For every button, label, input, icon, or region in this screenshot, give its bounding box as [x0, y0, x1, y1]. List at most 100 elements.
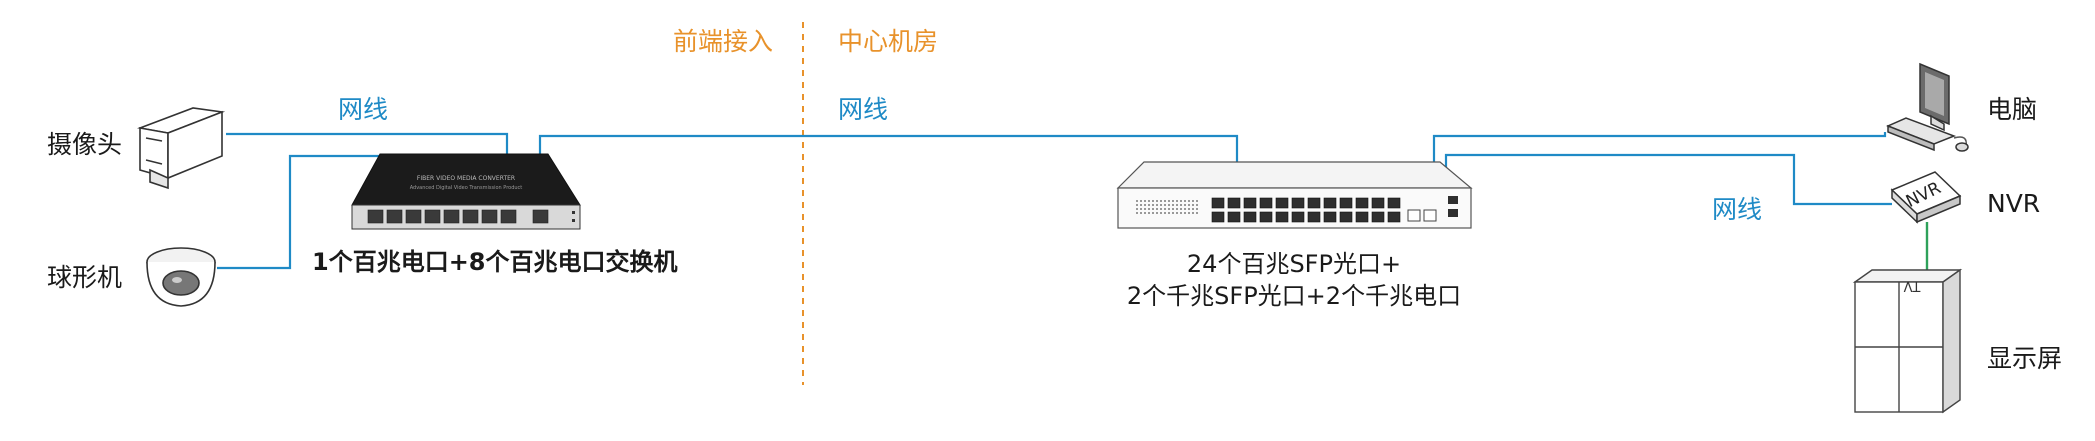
core-vent [1172, 212, 1174, 214]
core-port [1227, 197, 1241, 209]
zone-label-center: 中心机房 [838, 27, 938, 56]
nvr-label: NVR [1987, 189, 2040, 218]
core-vent [1148, 200, 1150, 202]
mc-port [443, 209, 460, 224]
core-vent [1188, 212, 1190, 214]
core-vent [1196, 208, 1198, 210]
nvr-icon: NVR [1890, 171, 1962, 224]
core-port [1259, 197, 1273, 209]
core-port [1211, 211, 1225, 223]
core-port [1211, 197, 1225, 209]
core-port [1387, 197, 1401, 209]
core-vent [1136, 204, 1138, 206]
core-port [1387, 211, 1401, 223]
core-port [1339, 197, 1353, 209]
core-port [1323, 211, 1337, 223]
core-vent [1144, 200, 1146, 202]
wire-core-pc [1432, 132, 1887, 188]
core-vent [1168, 204, 1170, 206]
dome-camera-label: 球形机 [47, 263, 122, 292]
core-vent [1152, 204, 1154, 206]
core-port [1355, 211, 1369, 223]
core-vent [1140, 204, 1142, 206]
core-vent [1176, 208, 1178, 210]
core-port [1275, 211, 1289, 223]
core-vent [1192, 208, 1194, 210]
core-vent [1184, 204, 1186, 206]
core-vent [1156, 208, 1158, 210]
core-vent [1144, 208, 1146, 210]
core-vent [1152, 208, 1154, 210]
core-port [1371, 197, 1385, 209]
core-vent [1148, 204, 1150, 206]
core-vent [1156, 204, 1158, 206]
core-vent [1144, 212, 1146, 214]
display-label: 显示屏 [1987, 344, 2062, 373]
core-port [1291, 211, 1305, 223]
core-vent [1196, 204, 1198, 206]
wire-label-right: 网线 [1712, 195, 1762, 224]
core-vent [1188, 200, 1190, 202]
mc-port [481, 209, 498, 224]
core-vent [1136, 208, 1138, 210]
core-vent [1160, 212, 1162, 214]
mc-panel-text-1: FIBER VIDEO MEDIA CONVERTER [417, 175, 515, 182]
core-vent [1192, 200, 1194, 202]
dome-camera-icon [146, 247, 216, 307]
core-vent [1188, 208, 1190, 210]
wire-label-middle: 网线 [838, 95, 888, 124]
core-vent [1180, 208, 1182, 210]
media-converter-switch: FIBER VIDEO MEDIA CONVERTER Advanced Dig… [351, 153, 581, 230]
core-vent [1144, 204, 1146, 206]
core-switch-caption-2: 2个千兆SFP光口+2个千兆电口 [1127, 282, 1461, 310]
core-port [1291, 197, 1305, 209]
core-vent [1180, 200, 1182, 202]
computer-icon [1886, 62, 1969, 152]
core-vent [1148, 208, 1150, 210]
core-vent [1180, 204, 1182, 206]
core-vent [1184, 208, 1186, 210]
core-vent [1136, 212, 1138, 214]
core-port [1339, 211, 1353, 223]
core-port [1371, 211, 1385, 223]
core-vent [1176, 200, 1178, 202]
core-vent [1192, 212, 1194, 214]
core-vent [1140, 208, 1142, 210]
wire-core-nvr [1444, 153, 1892, 206]
wire-label-left: 网线 [338, 95, 388, 124]
core-port [1307, 197, 1321, 209]
mc-port [405, 209, 422, 224]
mc-port [367, 209, 384, 224]
core-vent [1140, 212, 1142, 214]
core-vent [1196, 212, 1198, 214]
core-vent [1152, 212, 1154, 214]
core-vent [1160, 208, 1162, 210]
core-vent [1164, 208, 1166, 210]
core-vent [1164, 204, 1166, 206]
core-vent [1176, 204, 1178, 206]
mc-port [386, 209, 403, 224]
mc-port [424, 209, 441, 224]
display-box-label: TV [1903, 278, 1921, 293]
core-vent [1168, 212, 1170, 214]
core-vent [1172, 204, 1174, 206]
core-vent [1180, 212, 1182, 214]
media-converter-caption: 1个百兆电口+8个百兆电口交换机 [312, 248, 678, 276]
core-port [1275, 197, 1289, 209]
core-port [1355, 197, 1369, 209]
core-vent [1172, 208, 1174, 210]
core-port [1227, 211, 1241, 223]
core-vent [1156, 212, 1158, 214]
core-switch-caption-1: 24个百兆SFP光口+ [1187, 250, 1401, 278]
core-vent [1148, 212, 1150, 214]
core-switch [1116, 161, 1473, 229]
core-port [1243, 197, 1257, 209]
core-vent [1168, 200, 1170, 202]
core-vent [1168, 208, 1170, 210]
zone-label-front: 前端接入 [673, 27, 773, 56]
core-port [1243, 211, 1257, 223]
core-vent [1152, 200, 1154, 202]
core-vent [1156, 200, 1158, 202]
mc-port [462, 209, 479, 224]
